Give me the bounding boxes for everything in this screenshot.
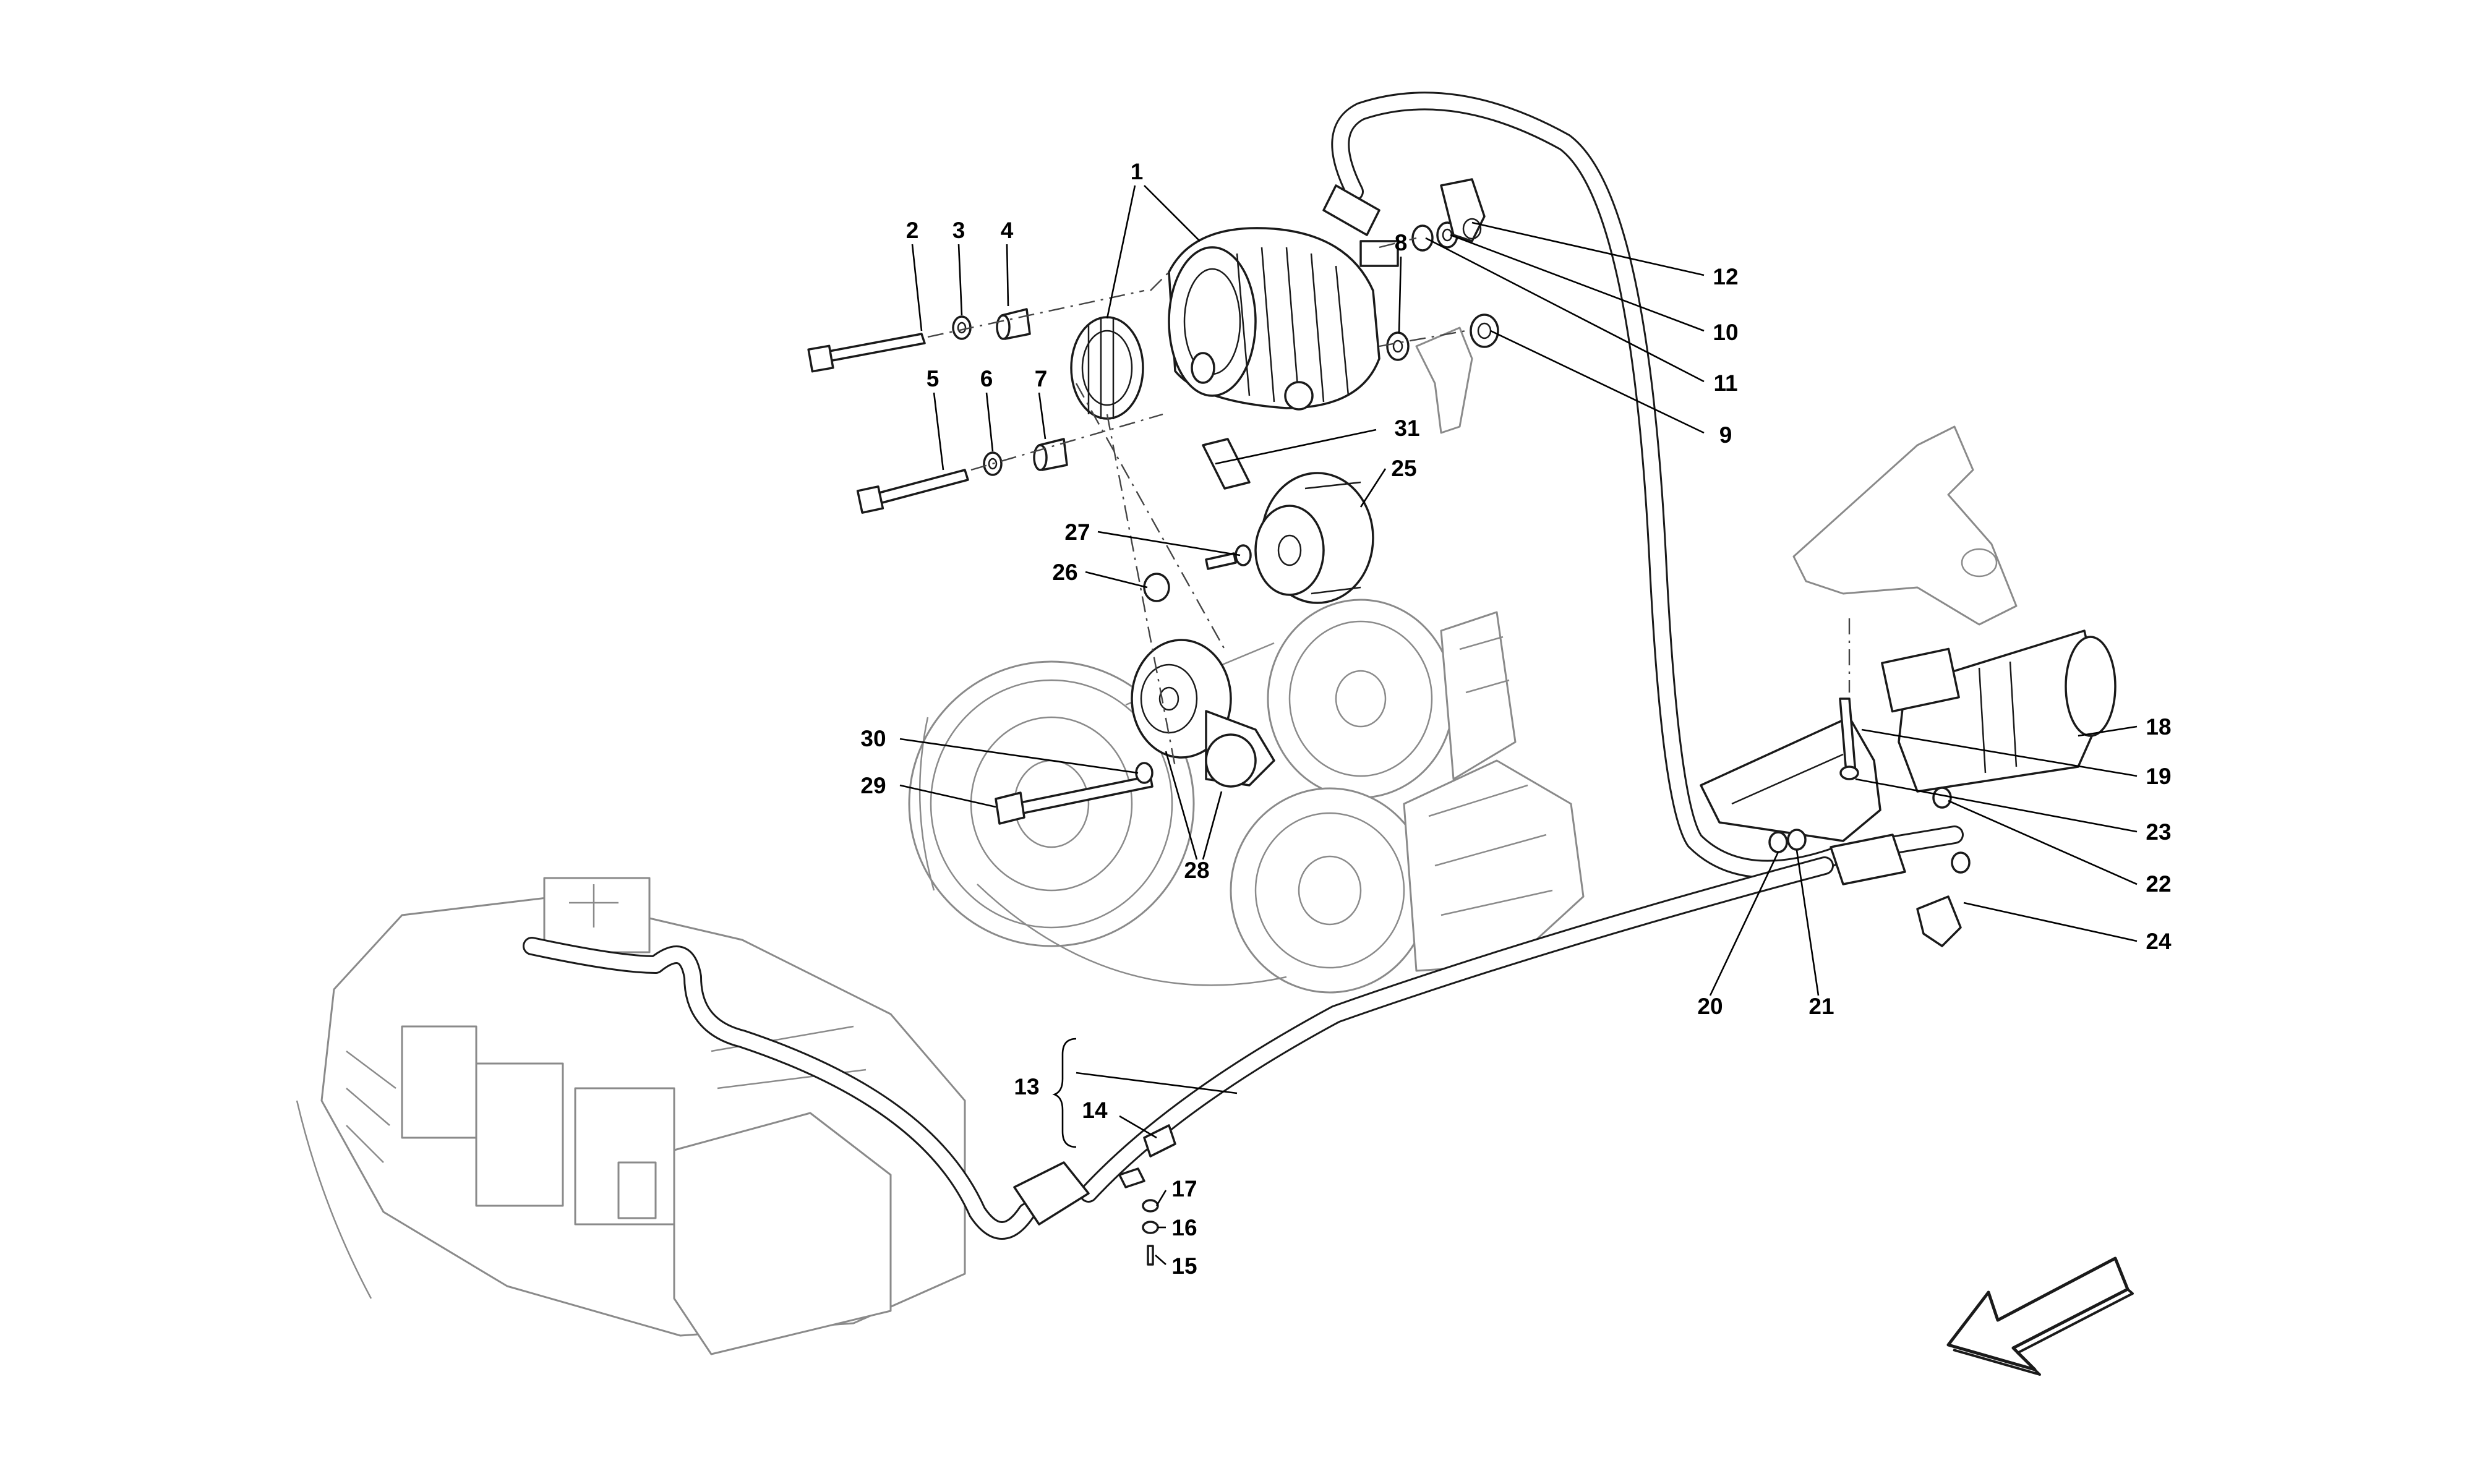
callout-labels: 1 2 3 4 5 6 7 8 9 10 11 12 13 14 15 16 1…	[860, 159, 2172, 1279]
bolt-19-23	[1839, 697, 1859, 780]
spacer-4	[996, 308, 1031, 340]
nut-22	[1932, 787, 1952, 809]
callout-27: 27	[1064, 519, 1090, 545]
callout-8: 8	[1395, 230, 1408, 255]
engine-ghost-background	[908, 599, 1585, 994]
bolt-2	[807, 333, 926, 373]
cable-clip-14	[1118, 1124, 1176, 1188]
bolt-29	[995, 775, 1154, 825]
callout-14: 14	[1082, 1098, 1108, 1123]
callout-28: 28	[1184, 858, 1209, 883]
callout-13: 13	[1014, 1074, 1039, 1099]
callout-7: 7	[1035, 366, 1048, 391]
callout-10: 10	[1713, 320, 1738, 345]
washer-8	[1386, 331, 1410, 361]
steering-pump	[1267, 599, 1517, 799]
callout-21: 21	[1808, 994, 1834, 1019]
leader-lines	[899, 185, 2138, 1265]
callout-26: 26	[1052, 560, 1077, 585]
callout-6: 6	[980, 366, 993, 391]
nut-11	[1411, 224, 1434, 252]
callout-2: 2	[906, 218, 919, 243]
alternator-pulley	[1070, 316, 1144, 420]
battery-cable	[523, 92, 1964, 1240]
callout-15: 15	[1171, 1253, 1197, 1279]
spacer-7	[1033, 438, 1068, 471]
callout-22: 22	[2146, 871, 2171, 897]
idler-pulley-25	[1254, 472, 1374, 604]
callout-1: 1	[1131, 159, 1144, 184]
callout-17: 17	[1171, 1176, 1197, 1201]
callout-31: 31	[1394, 416, 1419, 441]
callout-3: 3	[952, 218, 965, 243]
callout-18: 18	[2146, 714, 2171, 740]
callout-16: 16	[1171, 1215, 1197, 1240]
terminal-cap-24	[1916, 851, 1971, 947]
callout-20: 20	[1697, 994, 1723, 1019]
callout-19: 19	[2146, 764, 2171, 789]
callout-29: 29	[860, 773, 886, 798]
bolt-27	[1205, 544, 1252, 570]
cap-26	[1143, 573, 1170, 602]
callout-24: 24	[2146, 929, 2172, 954]
alternator	[1168, 227, 1399, 411]
fasteners-15-17	[1142, 1199, 1159, 1266]
cover-31	[1202, 438, 1251, 490]
callout-12: 12	[1713, 264, 1738, 289]
bolt-5	[856, 469, 969, 514]
callout-4: 4	[1001, 218, 1014, 243]
assembly-lines	[927, 237, 1851, 767]
callout-23: 23	[2146, 819, 2171, 845]
washers-20-21	[1768, 829, 1807, 853]
starter-motor	[1881, 629, 2117, 793]
callout-brace	[1052, 1038, 1077, 1148]
direction-arrow-icon	[1946, 1256, 2134, 1376]
callout-9: 9	[1719, 422, 1732, 448]
callout-11: 11	[1713, 370, 1737, 396]
ecu-fusebox-ghost	[296, 877, 966, 1355]
washer-30	[1135, 762, 1154, 784]
engine-mount-ghost	[1792, 425, 2018, 626]
bracket-9	[1415, 313, 1499, 434]
callout-30: 30	[860, 726, 886, 751]
terminal-cap-12	[1440, 178, 1486, 242]
ac-compressor	[1230, 759, 1585, 994]
callout-5: 5	[927, 366, 940, 391]
callout-25: 25	[1391, 456, 1416, 481]
